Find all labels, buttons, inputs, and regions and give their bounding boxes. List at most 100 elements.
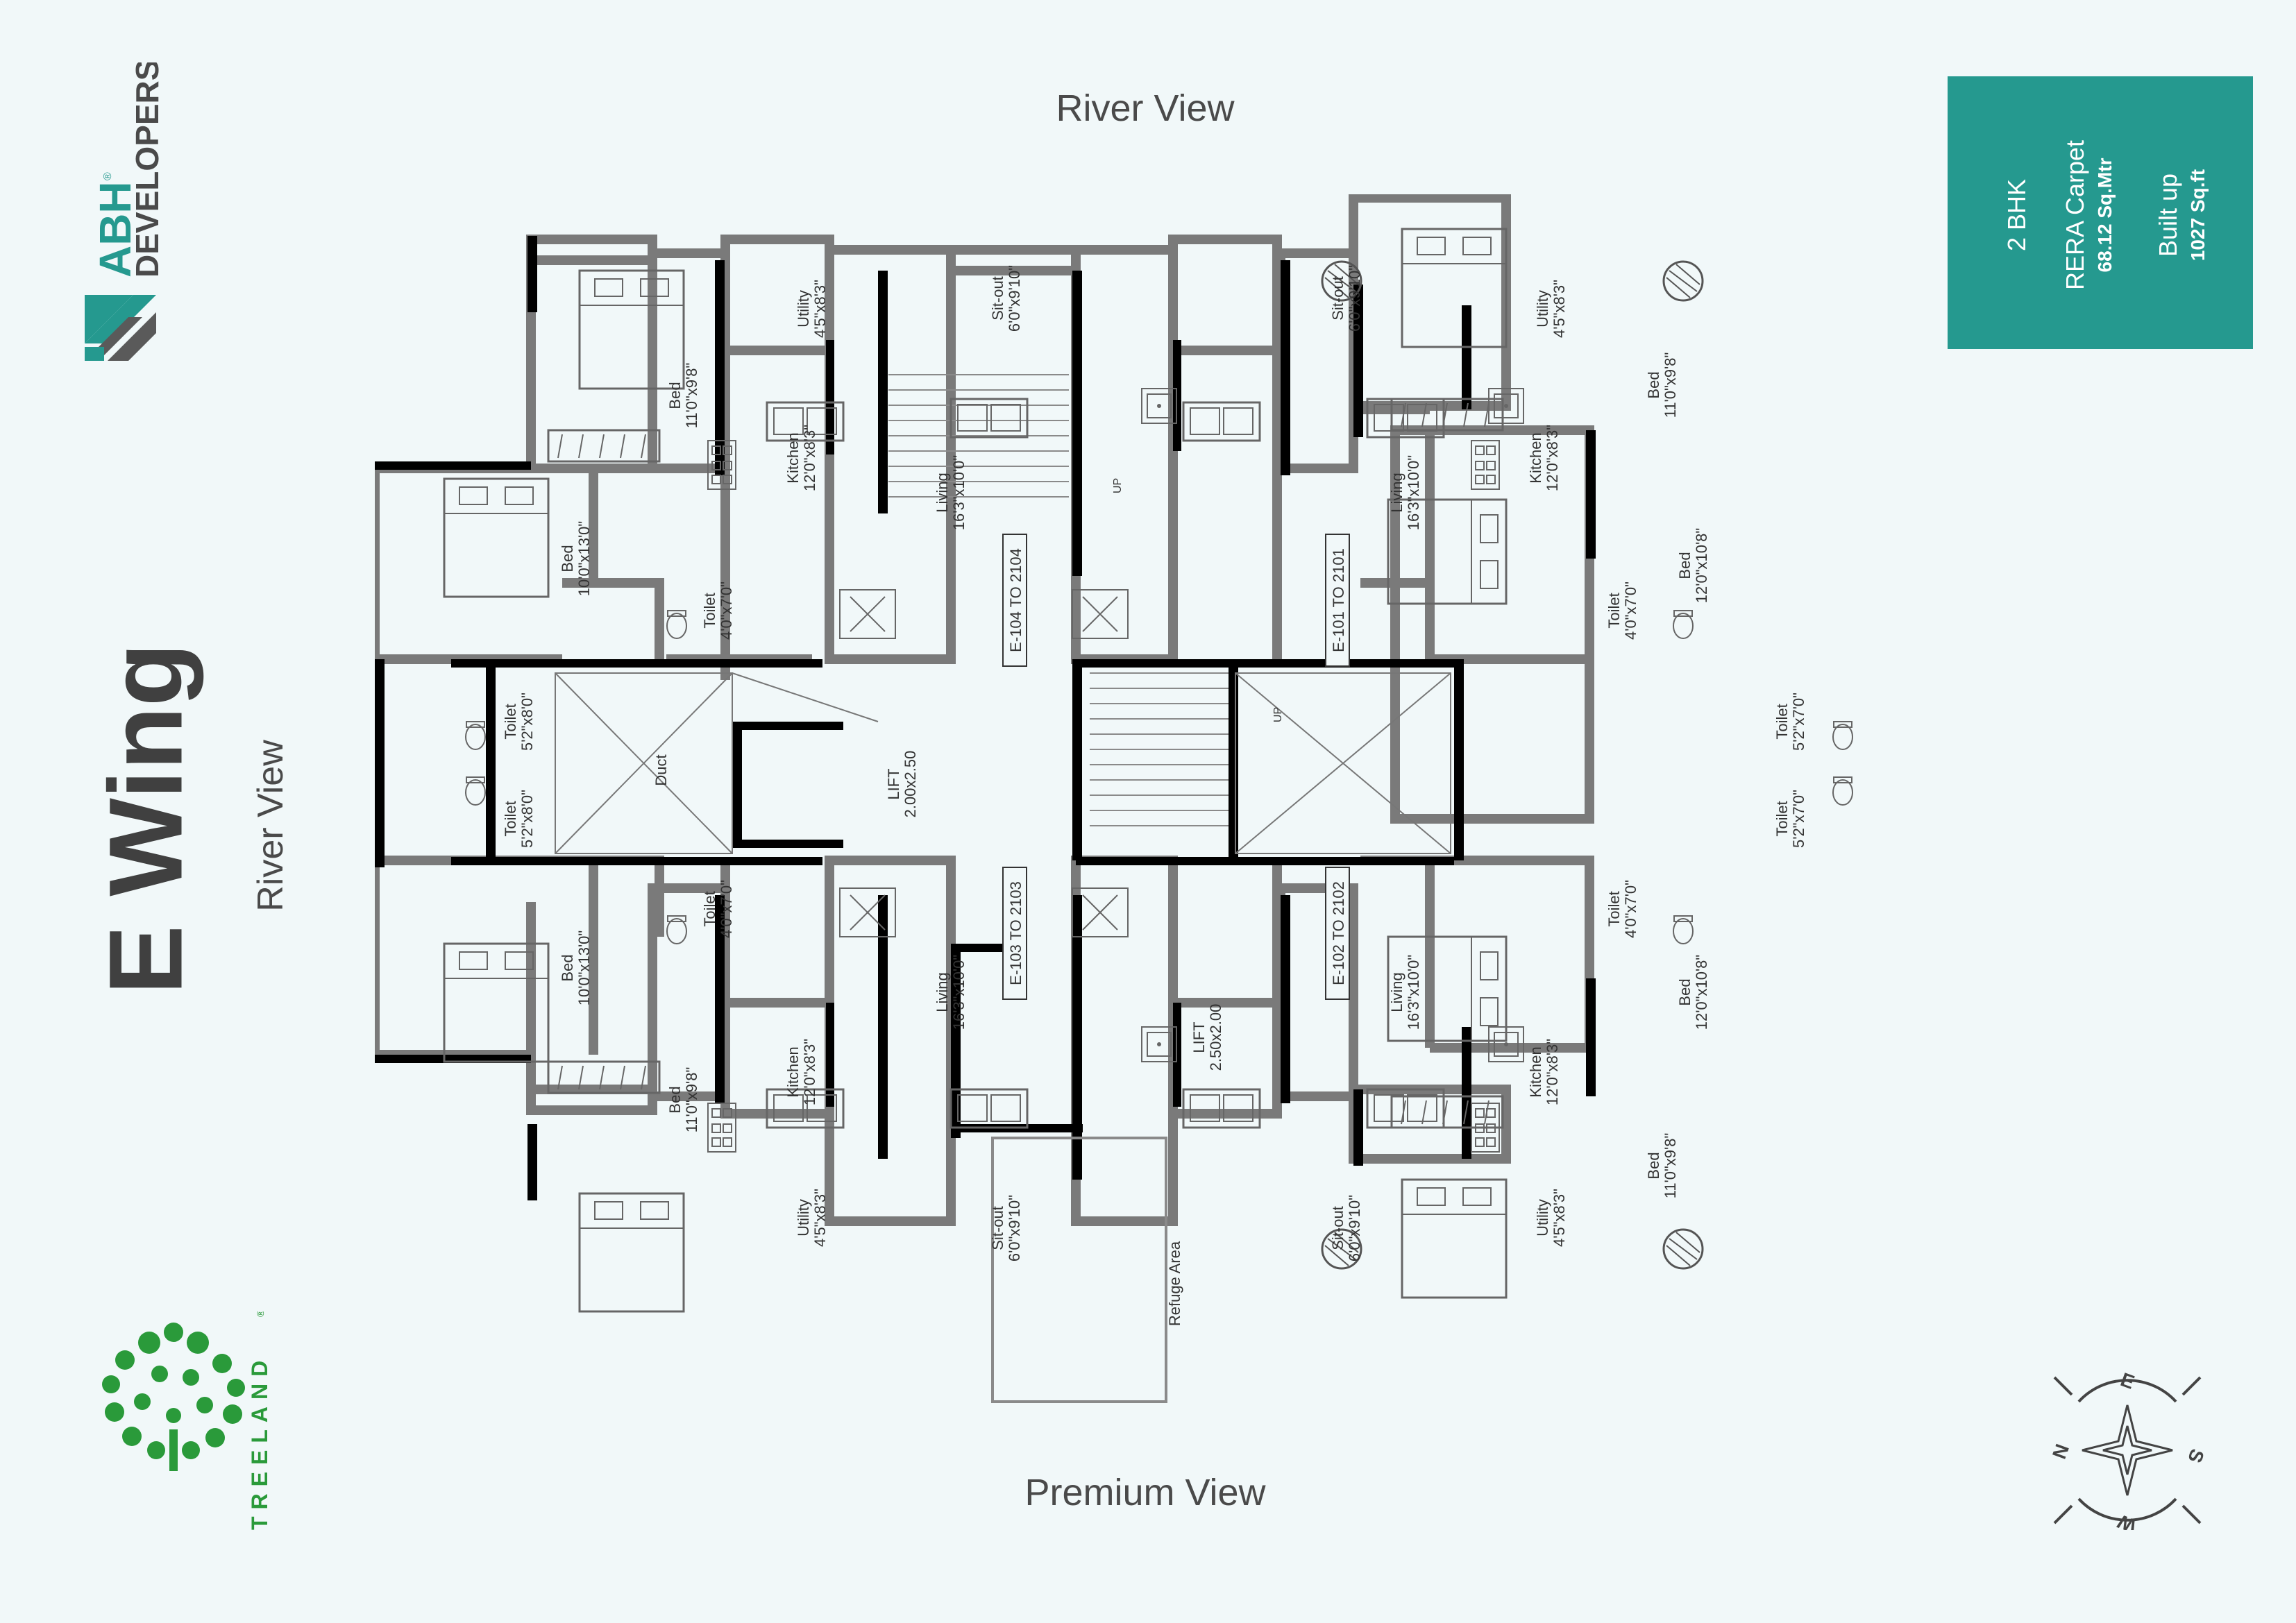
toilet-size-2: 5'2"x8'0" (518, 692, 536, 751)
treeland-name: TREELAND (247, 1354, 272, 1530)
sitout-size-2: 6'0"x9'10" (1346, 265, 1363, 332)
flat-id-2: E-101 TO 2101 (1330, 548, 1347, 652)
brand-name-abh: ABH (90, 181, 140, 278)
svg-text:Bed11'0"x9'8": Bed11'0"x9'8" (666, 363, 700, 429)
wing-title: E Wing (87, 624, 205, 1013)
svg-text:Bed11'0"x9'8": Bed11'0"x9'8" (666, 1067, 700, 1133)
utility-size-3: 4'5"x8'3" (811, 1189, 829, 1247)
kitchen-label-3: Kitchen (784, 1046, 802, 1097)
flat-id-4: E-102 TO 2102 (1330, 881, 1347, 985)
toilet-label-5: Toilet (1773, 704, 1791, 739)
living-size-1: 16'3"x10'0" (950, 455, 968, 530)
toilet-size-4: 4'0"x7'0" (1622, 581, 1639, 640)
svg-text:Toilet4'0"x7'0": Toilet4'0"x7'0" (701, 880, 735, 938)
toilet-label-7: Toilet (701, 891, 718, 926)
svg-text:Living16'3"x10'0": Living16'3"x10'0" (934, 455, 968, 530)
bed-size-8: 11'0"x9'8" (1662, 1133, 1679, 1199)
toilet-label-4: Toilet (1605, 593, 1623, 628)
utility-label-1: Utility (795, 290, 812, 328)
bed-label-1: Bed (666, 382, 684, 409)
svg-text:Kitchen12'0"x8'3": Kitchen12'0"x8'3" (784, 1039, 818, 1105)
svg-text:Utility4'5"x8'3": Utility4'5"x8'3" (795, 1189, 829, 1247)
compass-s: S (2184, 1446, 2207, 1465)
sitout-label-1: Sit-out (989, 276, 1006, 321)
toilet-size-6: 5'2"x7'0" (1790, 790, 1807, 848)
kitchen-size-1: 12'0"x8'3" (801, 425, 818, 491)
brand-name-developers: DEVELOPERS (129, 62, 165, 278)
living-label-4: Living (1388, 972, 1406, 1012)
lift1-size: 2.00x2.50 (902, 751, 919, 818)
bed-size-2: 10'0"x13'0" (575, 521, 593, 596)
sitout-label-2: Sit-out (1329, 276, 1347, 321)
builtup-label: Built up (2154, 173, 2182, 257)
bed-label-6: Bed (666, 1086, 684, 1113)
sitout-size-3: 6'0"x9'10" (1006, 1195, 1023, 1261)
living-label-2: Living (1388, 473, 1406, 512)
toilet-size-1: 4'0"x7'0" (718, 581, 735, 640)
lift2-label: LIFT (1190, 1021, 1208, 1053)
flat-id-1: E-104 TO 2104 (1007, 548, 1024, 652)
living-size-4: 16'3"x10'0" (1405, 955, 1422, 1030)
compass-rose-icon: N E S W (2048, 1368, 2209, 1537)
living-size-2: 16'3"x10'0" (1405, 455, 1422, 530)
svg-text:Kitchen12'0"x8'3": Kitchen12'0"x8'3" (1527, 1039, 1561, 1105)
svg-text:Toilet5'2"x8'0": Toilet5'2"x8'0" (502, 790, 536, 848)
compass: N E S W (2048, 1368, 2209, 1537)
svg-text:Bed11'0"x9'8": Bed11'0"x9'8" (1645, 352, 1679, 418)
svg-text:Utility4'5"x8'3": Utility4'5"x8'3" (1534, 1189, 1568, 1247)
bed-size-4: 12'0"x10'8" (1693, 528, 1710, 603)
bed-size-1: 11'0"x9'8" (683, 363, 700, 429)
bed-label-8: Bed (1645, 1152, 1662, 1179)
svg-text:Bed12'0"x10'8": Bed12'0"x10'8" (1676, 528, 1710, 603)
toilet-label-8: Toilet (1605, 891, 1623, 926)
bed-label-3: Bed (1645, 371, 1662, 398)
svg-text:Toilet5'2"x8'0": Toilet5'2"x8'0" (502, 692, 536, 751)
kitchen-label-1: Kitchen (784, 432, 802, 483)
svg-text:LIFT2.50x2.00: LIFT2.50x2.00 (1190, 1004, 1224, 1071)
rera-value: 68.12 Sq.Mtr (2094, 158, 2116, 272)
treeland-registered: ® (255, 1311, 266, 1317)
toilet-label-1: Toilet (701, 593, 718, 628)
unit-type: 2 BHK (2002, 179, 2031, 251)
tree-logo (102, 1323, 245, 1471)
wing-title-text: E Wing (87, 643, 204, 995)
view-label-bottom: Premium View (1024, 1472, 1266, 1513)
sitout-label-4: Sit-out (1329, 1206, 1347, 1250)
svg-text:Living16'3"x10'0": Living16'3"x10'0" (934, 955, 968, 1030)
floor-plan: Utility4'5"x8'3" Sit-out6'0"x9'10" Kitch… (370, 193, 1930, 1436)
sitout-size-1: 6'0"x9'10" (1006, 265, 1023, 332)
living-label-1: Living (934, 473, 951, 512)
living-label-3: Living (934, 972, 951, 1012)
kitchen-size-3: 12'0"x8'3" (801, 1039, 818, 1105)
room-labels: Utility4'5"x8'3" Sit-out6'0"x9'10" Kitch… (502, 265, 1807, 1326)
svg-text:Toilet5'2"x7'0": Toilet5'2"x7'0" (1773, 790, 1807, 848)
svg-text:Toilet4'0"x7'0": Toilet4'0"x7'0" (1605, 880, 1639, 938)
refuge-label: Refuge Area (1166, 1241, 1183, 1326)
svg-text:Living16'3"x10'0": Living16'3"x10'0" (1388, 455, 1422, 530)
toilet-label-2: Toilet (502, 704, 519, 739)
bed-label-5: Bed (559, 954, 576, 981)
bed-size-7: 12'0"x10'8" (1693, 955, 1710, 1030)
staircase (888, 374, 1229, 826)
sitout-size-4: 6'0"x9'10" (1346, 1195, 1363, 1261)
refuge-area (991, 1137, 1167, 1403)
svg-text:Utility4'5"x8'3": Utility4'5"x8'3" (795, 280, 829, 338)
living-size-3: 16'3"x10'0" (950, 955, 968, 1030)
svg-text:Utility4'5"x8'3": Utility4'5"x8'3" (1534, 280, 1568, 338)
kitchen-size-2: 12'0"x8'3" (1544, 425, 1561, 491)
svg-text:Bed10'0"x13'0": Bed10'0"x13'0" (559, 521, 593, 596)
utility-label-3: Utility (795, 1199, 812, 1237)
svg-text:Toilet4'0"x7'0": Toilet4'0"x7'0" (701, 581, 735, 640)
abh-logo (85, 295, 156, 361)
duct (555, 672, 1451, 854)
compass-n: N (2048, 1441, 2073, 1462)
rera-label: RERA Carpet (2061, 140, 2089, 290)
flat-id-3: E-103 TO 2103 (1007, 881, 1024, 985)
kitchen-label-4: Kitchen (1527, 1046, 1544, 1097)
up-label-1: UP (1112, 478, 1124, 493)
svg-text:Toilet5'2"x7'0": Toilet5'2"x7'0" (1773, 692, 1807, 751)
bed-label-2: Bed (559, 545, 576, 572)
structural-walls (375, 236, 1596, 1200)
utility-label-2: Utility (1534, 290, 1551, 328)
kitchen-size-4: 12'0"x8'3" (1544, 1039, 1561, 1105)
